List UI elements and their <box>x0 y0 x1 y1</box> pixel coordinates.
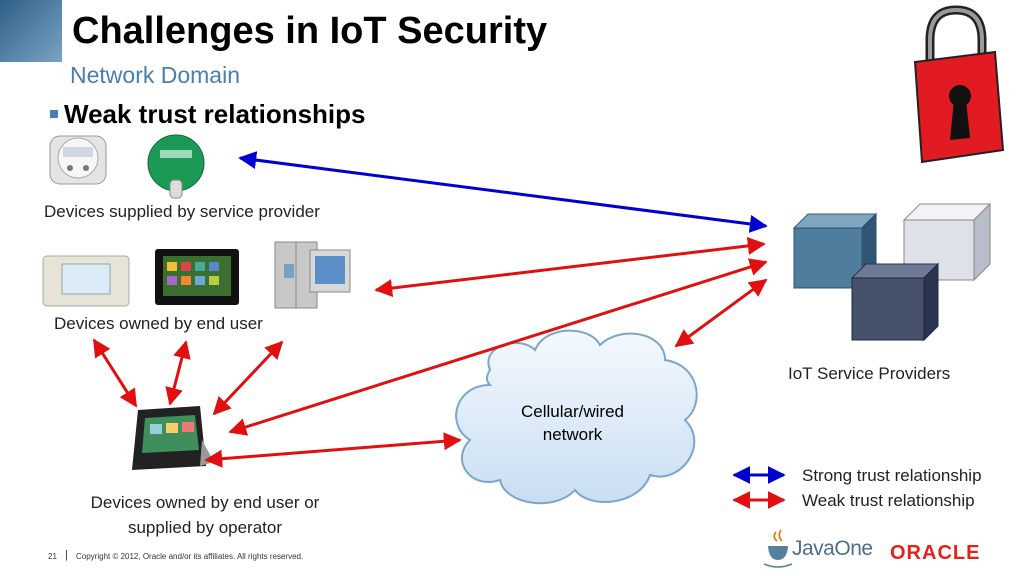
label-operator-devices: Devices owned by end user or supplied by… <box>90 493 320 537</box>
padlock-icon <box>913 5 1005 164</box>
slide-title: Challenges in IoT Security <box>72 10 548 52</box>
java-cup-icon <box>773 529 783 542</box>
provider-cube-white <box>902 202 992 282</box>
provider-cube-navy <box>850 262 940 342</box>
label-network: Cellular/wired network <box>521 402 624 444</box>
label-iot-service-providers: IoT Service Providers <box>788 364 951 383</box>
copyright-text: Copyright © 2012, Oracle and/or its affi… <box>76 552 304 561</box>
trust-arrows <box>92 151 768 468</box>
legend-strong-label: Strong trust relationship <box>802 466 982 485</box>
smart-fridge-icon <box>274 241 351 309</box>
page-number: 21 <box>48 552 57 561</box>
bullet-text: Weak trust relationships <box>64 99 366 129</box>
bullet-marker <box>50 110 58 118</box>
corner-accent <box>0 0 62 62</box>
touch-panel-icon <box>155 249 239 305</box>
green-meter-icon <box>147 134 205 199</box>
smart-meter-icon <box>49 135 107 185</box>
footer-separator: | <box>65 549 68 561</box>
slide-subtitle: Network Domain <box>70 62 240 88</box>
thermostat-icon <box>42 255 130 307</box>
legend-weak-label: Weak trust relationship <box>802 491 975 510</box>
label-end-user-devices: Devices owned by end user <box>54 314 263 333</box>
label-service-provider-devices: Devices supplied by service provider <box>44 202 320 221</box>
javaone-logo: JavaOne <box>792 537 873 560</box>
oracle-logo: ORACLE <box>890 542 981 564</box>
home-hub-icon <box>132 406 214 470</box>
